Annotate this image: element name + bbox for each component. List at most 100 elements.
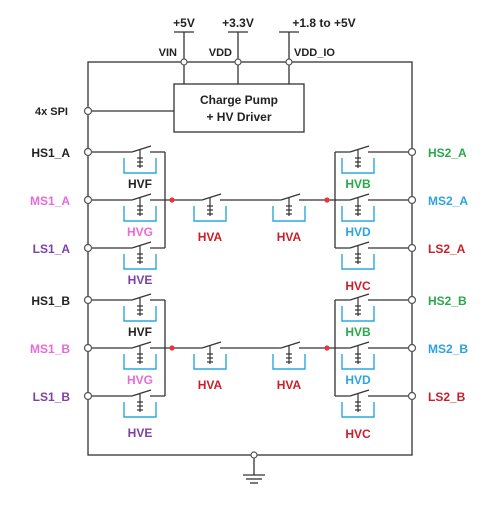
switch-label-hvg-b: HVG [127,373,153,387]
switch-right-a-1-blade [349,145,370,153]
terminal-vdd [234,58,242,66]
chip-outline [87,61,413,456]
switch-left-b-2-driver-tub [123,354,157,370]
switch-label-hvc-b: HVC [345,427,371,441]
charge-pump-block [173,83,305,133]
section-a-wiring [88,151,412,249]
pin-ms2a-label: MS2_A [428,194,468,208]
terminal-ms2a [407,195,417,205]
switch-hva-b-2-driver-tub [272,354,306,370]
switch-hva-b-1-driver-tub [193,354,227,370]
supply-3v3: +3.3V [222,16,254,30]
terminal-vddio [285,58,293,66]
switch-right-b-3-blade [349,389,370,397]
switch-hva-b-1 [193,341,227,370]
switch-label-hvf-a: HVF [128,177,152,191]
switch-right-a-2-driver-tub [341,206,375,222]
charge-pump-title: Charge Pump [200,93,278,107]
spi-label: 4x SPI [35,106,68,118]
junction-node-b-left [169,345,175,351]
switch-left-a-1-driver-tub [123,158,157,174]
pin-ls1b-label: LS1_B [33,390,71,404]
switch-left-b-3-blade [131,389,152,397]
switch-right-b-1-blade [349,293,370,301]
switch-label-hva-a1: HVA [198,230,223,244]
switch-left-a-2 [123,193,157,222]
switch-left-b-2-blade [131,341,152,349]
junction-node-a-right [324,197,330,203]
switch-hva-b-1-blade [201,341,222,349]
terminal-hs1b [83,295,93,305]
pin-ms1b-label: MS1_B [30,342,70,356]
switch-left-b-3 [123,389,157,418]
switch-left-b-1-blade [131,293,152,301]
terminal-ms2b [407,343,417,353]
switch-right-b-3 [341,389,375,418]
switch-label-hve-b: HVE [128,426,153,440]
pin-hs1b-label: HS1_B [31,294,70,308]
pin-hs2b-label: HS2_B [428,294,467,308]
switch-right-a-1 [341,145,375,174]
terminal-vin [180,58,188,66]
right-terminals [407,147,417,401]
switch-hva-b-2 [272,341,306,370]
switch-right-a-3 [341,241,375,270]
pin-ms2b-label: MS2_B [428,342,468,356]
pin-ls2a-label: LS2_A [428,242,466,256]
terminal-ms1b [83,343,93,353]
pin-vdd-label: VDD [209,47,232,59]
switch-label-hva-a2: HVA [277,230,302,244]
switch-left-b-3-driver-tub [123,402,157,418]
switch-label-hvb-a: HVB [345,177,371,191]
switch-hva-a-1 [193,193,227,222]
power-rails [174,31,299,84]
switch-label-hvd-a: HVD [345,225,371,239]
switch-label-hvd-b: HVD [345,373,371,387]
switch-right-a-1-driver-tub [341,158,375,174]
junction-node-b-right [324,345,330,351]
switch-left-b-1-driver-tub [123,306,157,322]
terminal-ls1a [83,243,93,253]
switch-right-a-2-blade [349,193,370,201]
switch-right-b-1-driver-tub [341,306,375,322]
terminal-ls1b [83,391,93,401]
supply-vio: +1.8 to +5V [292,16,355,30]
pin-vin-label: VIN [159,47,177,59]
junction-node-a-left [169,197,175,203]
switch-right-b-2-driver-tub [341,354,375,370]
switch-right-b-1 [341,293,375,322]
pin-hs2a-label: HS2_A [428,146,467,160]
terminal-hs1a [83,147,93,157]
ground-symbol [243,451,265,484]
switch-array [123,145,375,418]
terminal-ms1a [83,195,93,205]
switch-left-a-3 [123,241,157,270]
ground-terminal [250,451,258,459]
switch-label-hva-b1: HVA [198,378,223,392]
switch-label-hvf-b: HVF [128,325,152,339]
terminal-ls2b [407,391,417,401]
switch-left-a-3-driver-tub [123,254,157,270]
switch-left-b-2 [123,341,157,370]
switch-right-a-3-driver-tub [341,254,375,270]
switch-hva-a-2-blade [280,193,301,201]
switch-left-a-2-driver-tub [123,206,157,222]
terminal-hs2b [407,295,417,305]
pin-ms1a-label: MS1_A [30,194,70,208]
pin-ls2b-label: LS2_B [428,390,466,404]
switch-right-a-2 [341,193,375,222]
switch-left-a-3-blade [131,241,152,249]
switch-label-hve-a: HVE [128,273,153,287]
switch-right-b-3-driver-tub [341,402,375,418]
switch-left-a-2-blade [131,193,152,201]
supply-5v: +5V [173,16,195,30]
pin-ls1a-label: LS1_A [33,242,71,256]
section-b-wiring [88,299,412,397]
switch-right-b-2 [341,341,375,370]
charge-pump-subtitle: + HV Driver [206,110,271,124]
switch-left-b-1 [123,293,157,322]
pin-vddio-label: VDD_IO [294,47,335,59]
switch-right-b-2-blade [349,341,370,349]
